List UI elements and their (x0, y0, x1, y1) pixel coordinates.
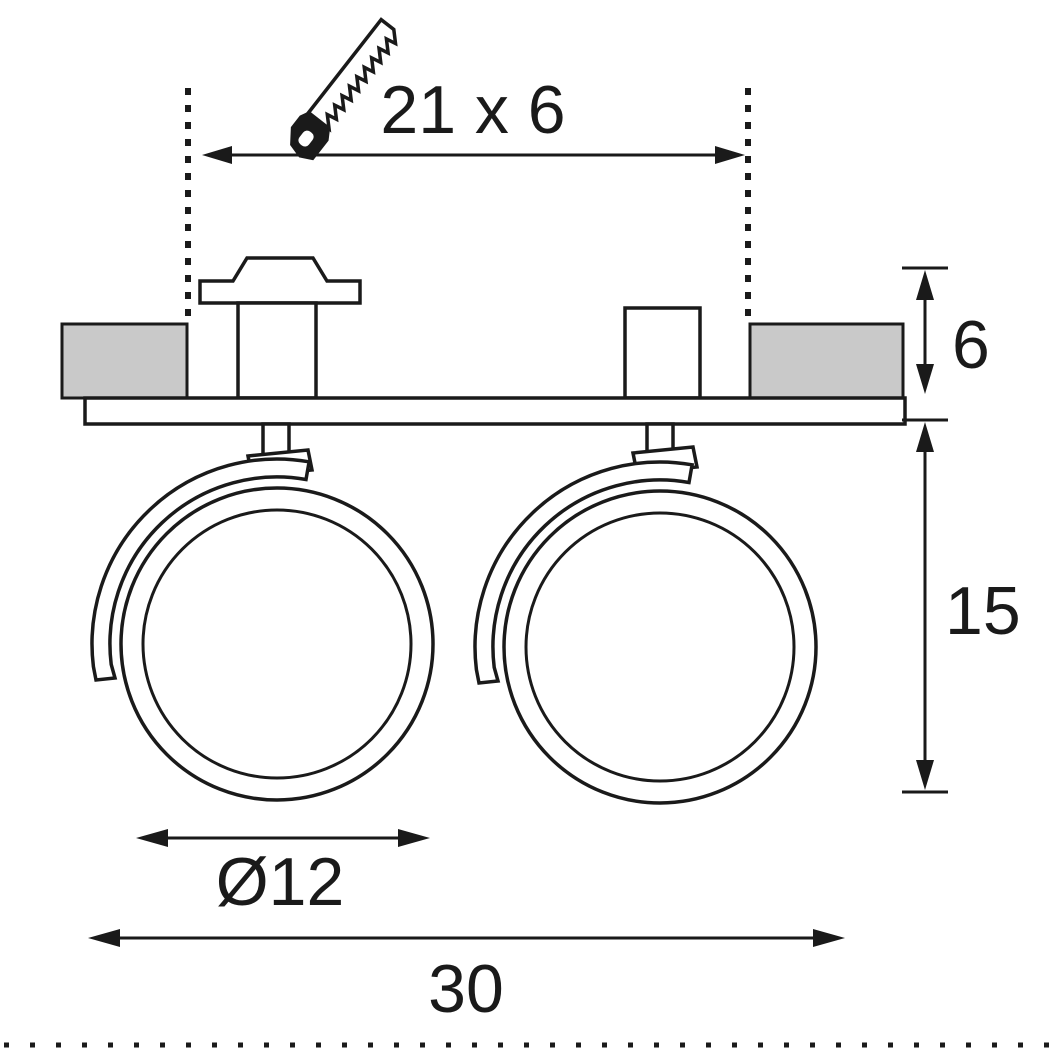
dimension-recess-depth: 6 (902, 266, 990, 394)
dimension-cutout: 21 x 6 (202, 72, 745, 164)
spotlight-right-arm (473, 460, 695, 685)
spotlight-right-ring (502, 489, 818, 805)
spotlight-left-ring (119, 486, 435, 802)
arrowhead-left (136, 829, 168, 847)
arrowhead-right (398, 829, 430, 847)
arrowhead-down (916, 760, 934, 790)
arrowhead-left (202, 146, 232, 164)
mounting-cap (198, 256, 362, 305)
arrowhead-right (813, 929, 845, 947)
arrowhead-up (916, 270, 934, 300)
head-diameter-label: Ø12 (216, 844, 345, 920)
saw-blade (306, 17, 398, 133)
arrowhead-right (715, 146, 745, 164)
ceiling-section-right (748, 322, 905, 400)
dimension-fixture-height: 15 (902, 418, 1021, 794)
saw-handle-hole (298, 130, 314, 147)
arrowhead-down (916, 364, 934, 394)
spotlight-left-arm (90, 457, 312, 682)
mounting-screw-body (236, 301, 318, 400)
fixture-base-plate (83, 396, 907, 426)
mounting-block-right (623, 306, 702, 400)
recess-depth-label: 6 (952, 307, 990, 383)
spotlight-left-lens (141, 508, 413, 780)
arrowhead-left (88, 929, 120, 947)
dimension-total-width: 30 (88, 929, 845, 1027)
ceiling-section-left (60, 322, 189, 400)
dimension-head-diameter: Ø12 (136, 829, 430, 920)
total-width-label: 30 (428, 951, 504, 1027)
arrowhead-up (916, 422, 934, 452)
spotlight-left (90, 422, 435, 802)
spotlight-right-lens (524, 511, 796, 783)
fixture-height-label: 15 (945, 573, 1021, 649)
cutout-label: 21 x 6 (380, 72, 565, 148)
spotlight-right (473, 422, 818, 805)
saw-icon (290, 17, 398, 161)
